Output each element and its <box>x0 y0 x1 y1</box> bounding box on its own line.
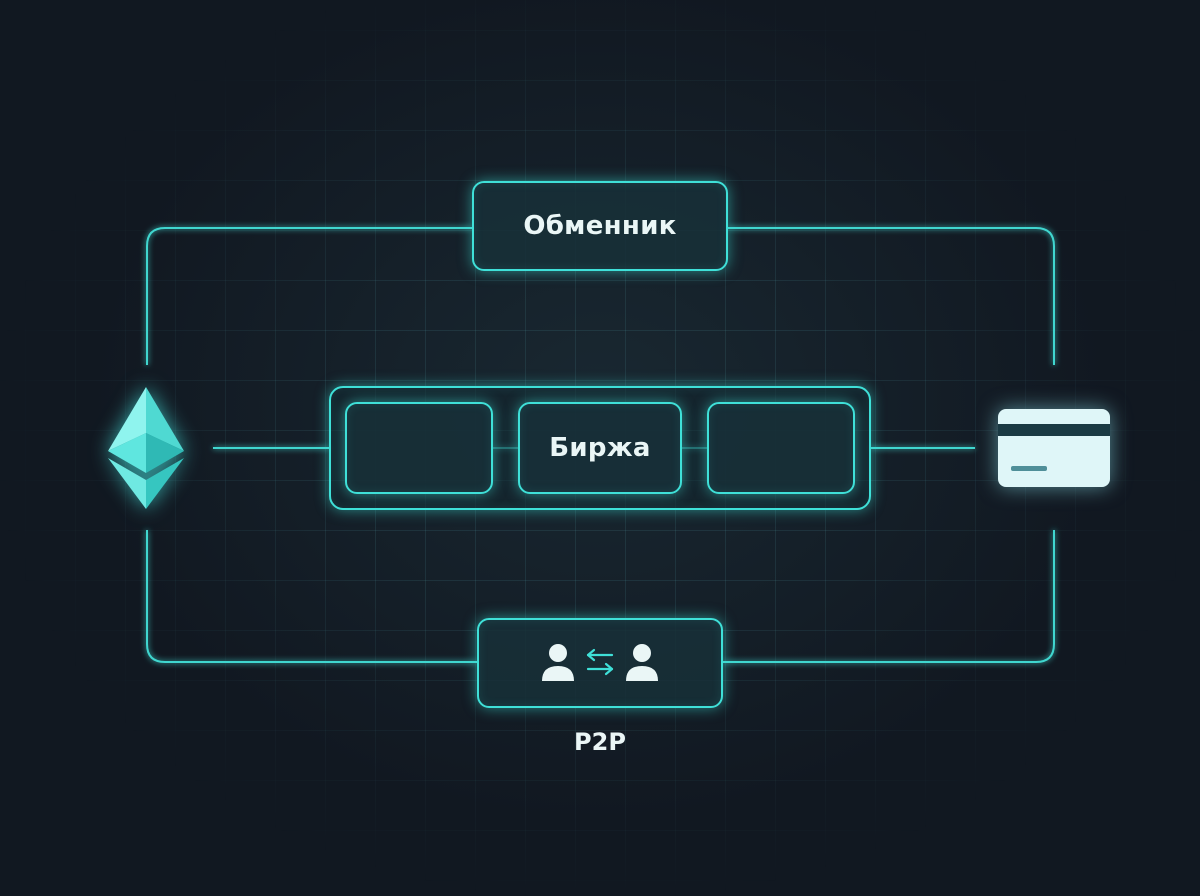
exchanger-label: Обменник <box>523 211 677 241</box>
connector-top-right <box>728 227 1055 365</box>
p2p-node <box>477 618 723 708</box>
exchange-slot-right <box>707 402 855 494</box>
exchange-label: Биржа <box>549 433 651 463</box>
exchange-slot-left <box>345 402 493 494</box>
connector-bottom-left <box>146 530 477 663</box>
connector-bottom-right <box>723 530 1055 663</box>
credit-card-icon <box>997 408 1111 492</box>
users-exchange-icon <box>542 644 658 681</box>
exchanger-node: Обменник <box>472 181 728 271</box>
connector-top-left <box>146 227 472 365</box>
exchange-node: Биржа <box>518 402 682 494</box>
ethereum-icon <box>104 385 188 515</box>
p2p-label: P2P <box>574 728 626 756</box>
